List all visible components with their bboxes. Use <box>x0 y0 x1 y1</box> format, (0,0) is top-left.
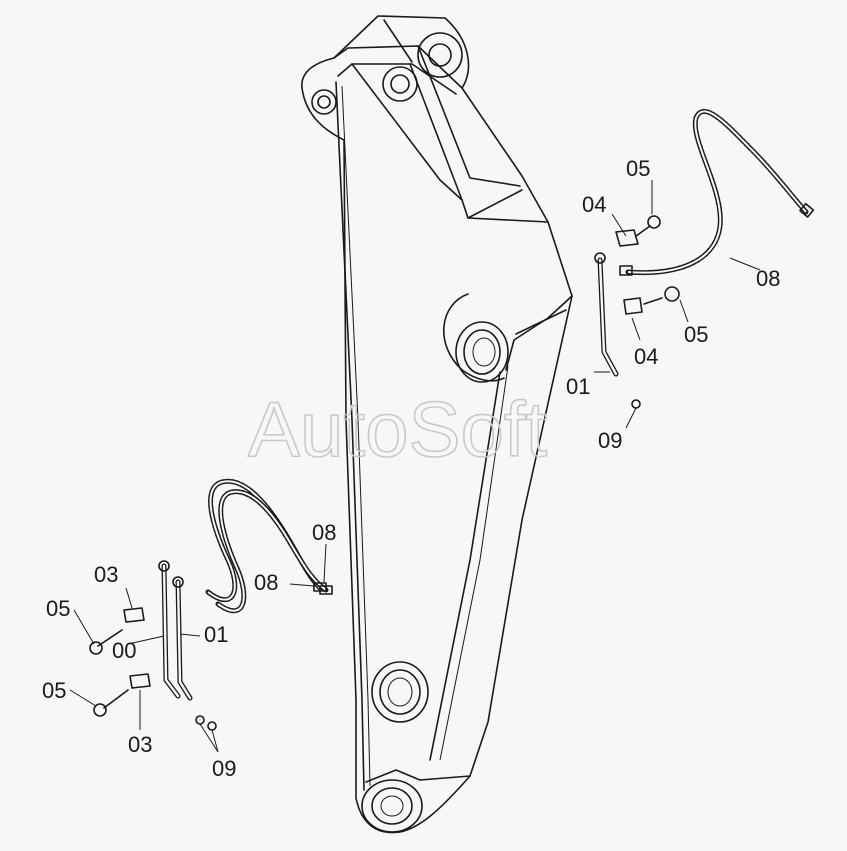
part-label-09-right: 09 <box>598 428 622 453</box>
part-label-08-left-lower: 08 <box>254 570 278 595</box>
part-label-03-lower: 03 <box>128 732 152 757</box>
part-label-01-right: 01 <box>566 374 590 399</box>
part-label-03-upper: 03 <box>94 562 118 587</box>
right-pipe-01 <box>594 252 619 377</box>
part-label-04-upper: 04 <box>582 192 606 217</box>
left-pipe-00 <box>158 560 181 699</box>
right-bolt-05-upper <box>635 215 661 237</box>
part-label-09-left: 09 <box>212 756 236 781</box>
right-clamp-04-upper <box>615 229 639 247</box>
part-label-05-upper: 05 <box>626 156 650 181</box>
part-label-04-right: 04 <box>634 344 658 369</box>
leader-lines <box>69 180 761 753</box>
part-label-00: 00 <box>112 638 136 663</box>
right-fitting-09 <box>631 399 641 409</box>
part-labels: 05 04 08 05 04 01 09 08 08 03 05 00 01 0… <box>42 156 780 781</box>
part-label-01-left: 01 <box>204 622 228 647</box>
part-label-05-right: 05 <box>684 322 708 347</box>
part-label-05-left-upper: 05 <box>46 596 70 621</box>
left-bolt-05-upper <box>89 629 123 655</box>
boom-arm <box>301 15 573 834</box>
right-hose-08 <box>619 109 815 276</box>
part-label-08-left-upper: 08 <box>312 520 336 545</box>
left-clamp-03-lower <box>129 673 151 689</box>
right-bolt-05-lower <box>643 286 680 305</box>
left-clamp-03-upper <box>123 607 145 623</box>
left-pipe-01 <box>172 576 193 701</box>
right-clamp-04-lower <box>623 297 643 315</box>
left-bolt-05-lower <box>93 689 129 717</box>
left-fittings-09 <box>195 715 217 731</box>
watermark-text: AutoSoft <box>248 385 548 473</box>
part-label-05-left-lower: 05 <box>42 678 66 703</box>
left-hose-08 <box>205 478 333 614</box>
part-label-08-right: 08 <box>756 266 780 291</box>
